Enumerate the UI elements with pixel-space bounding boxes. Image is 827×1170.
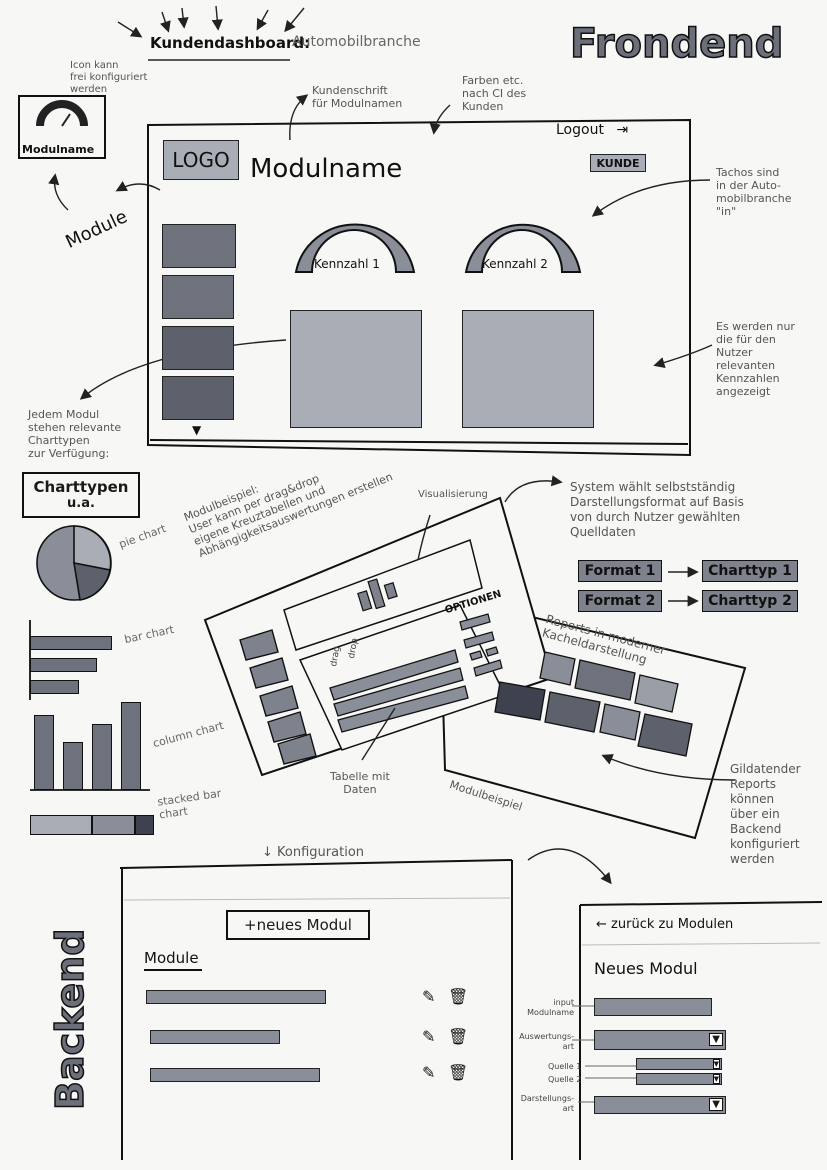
column-chart-bar	[34, 715, 54, 790]
logout-link[interactable]: Logout ⇥	[556, 122, 629, 138]
delete-icon[interactable]: 🗑	[448, 1027, 469, 1046]
dropdown-arrow-icon: ▼	[709, 1033, 723, 1046]
logout-icon: ⇥	[616, 122, 629, 138]
select-quelle1[interactable]: ▼	[636, 1058, 722, 1070]
charttype-2: Charttyp 2	[702, 590, 798, 612]
format-1: Format 1	[578, 560, 662, 582]
select-quelle2[interactable]: ▼	[636, 1073, 722, 1085]
sidebar-module-2[interactable]	[162, 275, 234, 319]
sidebar-module-3[interactable]	[162, 326, 234, 370]
config-label: ↓ Konfiguration	[262, 845, 365, 860]
logo: LOGO	[163, 140, 239, 180]
label-quelle2: Quelle 2	[548, 1075, 582, 1084]
select-auswertungsart[interactable]: ▼	[594, 1030, 726, 1050]
bar-chart-bar	[30, 636, 112, 650]
customer-badge: KUNDE	[590, 154, 646, 172]
chart-tile-1[interactable]	[290, 310, 422, 428]
frontend-label: Frondend	[569, 21, 784, 67]
back-to-modules-link[interactable]: ← zurück zu Modulen	[596, 917, 734, 932]
stacked-bar-segment	[92, 815, 136, 835]
module-row-3[interactable]	[150, 1068, 320, 1082]
column-chart-bar	[92, 724, 112, 790]
dropdown-arrow-icon: ▼	[709, 1098, 723, 1111]
column-chart-bar	[63, 741, 83, 790]
charttype-1: Charttyp 1	[702, 560, 798, 582]
label-auswertungsart: Auswertungs-art	[519, 1032, 574, 1051]
gauge-1-label: Kennzahl 1	[314, 257, 380, 271]
edit-icon[interactable]: ✎	[422, 987, 436, 1006]
sidebar-module-4[interactable]	[162, 376, 234, 420]
modules-heading: Module	[144, 949, 199, 967]
new-module-heading: Neues Modul	[594, 959, 698, 978]
stacked-bar-segment	[135, 815, 154, 835]
dropdown-arrow-icon: ▼	[712, 1074, 720, 1084]
visualisierung-label: Visualisierung	[418, 489, 488, 500]
page-title: Kundendashboard:	[150, 34, 311, 52]
bar-chart-bar	[30, 658, 97, 672]
column-chart-sample	[32, 698, 150, 790]
module-row-2[interactable]	[150, 1030, 280, 1044]
page-subtitle: Automobilbranche	[292, 34, 421, 50]
arrow-left-icon: ←	[596, 917, 607, 932]
module-icon-label: Modulname	[22, 143, 95, 156]
sidebar-module-1[interactable]	[162, 224, 236, 268]
down-arrow-icon: ↓	[262, 845, 273, 860]
input-modulname[interactable]	[594, 998, 712, 1016]
delete-icon[interactable]: 🗑	[448, 1063, 469, 1082]
edit-icon[interactable]: ✎	[422, 1027, 436, 1046]
label-darstellungsart: Darstellungs-art	[520, 1094, 574, 1113]
bar-chart-bar	[30, 680, 80, 694]
chart-tile-2[interactable]	[462, 310, 594, 428]
stacked-bar-segment	[30, 815, 92, 835]
module-icon-card[interactable]	[18, 95, 106, 159]
backend-label: Backend	[47, 928, 93, 1111]
scroll-down-icon[interactable]: ▼	[192, 423, 202, 437]
gauge-2-label: Kennzahl 2	[482, 257, 548, 271]
delete-icon[interactable]: 🗑	[448, 987, 469, 1006]
edit-icon[interactable]: ✎	[422, 1063, 436, 1082]
label-quelle1: Quelle 1	[548, 1062, 582, 1071]
stacked-bar-chart-sample	[30, 813, 158, 839]
new-module-button[interactable]: +neues Modul	[226, 910, 370, 940]
bar-chart-sample	[30, 632, 130, 702]
module-title: Modulname	[250, 154, 403, 184]
dropdown-arrow-icon: ▼	[712, 1059, 720, 1069]
label-input-modulname: input Modulname	[527, 998, 574, 1017]
column-chart-bar	[121, 702, 141, 790]
charttypes-box: Charttypen u.a.	[22, 472, 140, 518]
module-row-1[interactable]	[146, 990, 326, 1004]
select-darstellungsart[interactable]: ▼	[594, 1096, 726, 1114]
format-2: Format 2	[578, 590, 662, 612]
